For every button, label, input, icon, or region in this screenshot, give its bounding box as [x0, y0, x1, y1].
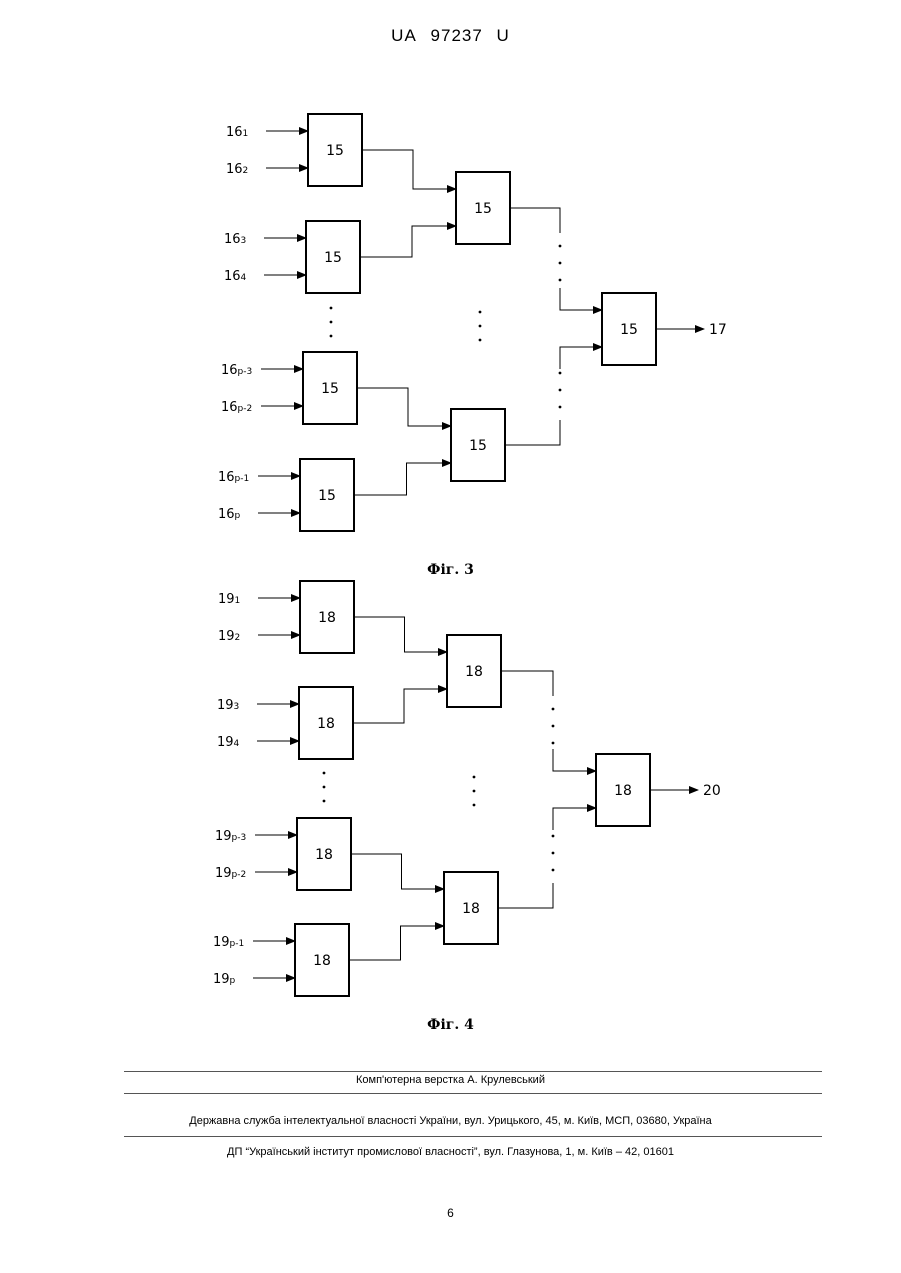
ellipsis-level1-3 — [323, 800, 326, 803]
link-l2-2b — [560, 347, 602, 369]
block-level1-3-label: 15 — [321, 381, 339, 397]
input-label-4: 164 — [224, 269, 247, 284]
ellipsis-level2-1 — [479, 311, 482, 314]
dots-upper-2 — [559, 262, 562, 265]
link-l2-1a — [510, 208, 560, 233]
input-label-8: 16р — [218, 507, 241, 522]
link-l2-1b — [553, 749, 596, 771]
link-l1-4 — [354, 463, 451, 495]
input-label-6: 19р-2 — [215, 866, 246, 881]
patent-country: UA — [391, 26, 417, 45]
footer-rule-middle — [124, 1093, 822, 1094]
dots-lower-2 — [552, 852, 555, 855]
block-level2-2-label: 15 — [469, 438, 487, 454]
link-l1-1 — [354, 617, 447, 652]
input-label-1: 161 — [226, 125, 248, 140]
ellipsis-level2-2 — [473, 790, 476, 793]
block-level1-2-label: 18 — [317, 716, 335, 732]
block-level1-2-label: 15 — [324, 250, 342, 266]
figure-4-caption: Фіг. 4 — [0, 1017, 901, 1033]
input-label-2: 162 — [226, 162, 248, 177]
dots-upper-3 — [559, 279, 562, 282]
page-number: 6 — [0, 1206, 901, 1220]
dots-upper-1 — [552, 708, 555, 711]
dots-lower-1 — [552, 869, 555, 872]
link-l1-1 — [362, 150, 456, 189]
block-level1-4-label: 15 — [318, 488, 336, 504]
footer-agency: Державна служба інтелектуальної власност… — [0, 1115, 901, 1127]
link-l1-2 — [360, 226, 456, 257]
input-label-5: 16р-3 — [221, 363, 252, 378]
link-l2-2a — [498, 883, 553, 908]
block-level1-1-label: 18 — [318, 610, 336, 626]
input-label-7: 16р-1 — [218, 470, 249, 485]
input-label-6: 16р-2 — [221, 400, 252, 415]
link-l2-1b — [560, 288, 602, 310]
ellipsis-level2-3 — [479, 339, 482, 342]
dots-lower-1 — [559, 406, 562, 409]
ellipsis-level1-2 — [330, 321, 333, 324]
link-l1-2 — [353, 689, 447, 723]
ellipsis-level1-2 — [323, 786, 326, 789]
footer-typesetting: Комп'ютерна верстка А. Крулевський — [0, 1074, 901, 1086]
link-l1-3 — [357, 388, 451, 426]
link-l2-1a — [501, 671, 553, 696]
footer-rule-top — [124, 1071, 822, 1072]
dots-lower-2 — [559, 389, 562, 392]
dots-upper-1 — [559, 245, 562, 248]
input-label-2: 192 — [218, 629, 240, 644]
ellipsis-level1-1 — [323, 772, 326, 775]
ellipsis-level1-1 — [330, 307, 333, 310]
dots-lower-3 — [552, 835, 555, 838]
block-level1-1-label: 15 — [326, 143, 344, 159]
ellipsis-level2-3 — [473, 804, 476, 807]
footer-rule-bottom — [124, 1136, 822, 1137]
output-label: 20 — [703, 783, 721, 799]
link-l2-2a — [505, 420, 560, 445]
patent-header: UA 97237 U — [0, 26, 901, 46]
block-level1-3-label: 18 — [315, 847, 333, 863]
input-label-3: 193 — [217, 698, 239, 713]
dots-upper-2 — [552, 725, 555, 728]
block-final-label: 15 — [620, 322, 638, 338]
link-l1-4 — [349, 926, 444, 960]
ellipsis-level1-3 — [330, 335, 333, 338]
figure-4-diagram: 18 191 192 18 193 194 18 19р-3 19р-2 18 19р-1 19р 18… — [0, 570, 901, 1010]
patent-kind: U — [497, 26, 510, 45]
ellipsis-level2-1 — [473, 776, 476, 779]
block-level1-4-label: 18 — [313, 953, 331, 969]
dots-upper-3 — [552, 742, 555, 745]
input-label-3: 163 — [224, 232, 246, 247]
block-level2-1-label: 18 — [465, 664, 483, 680]
input-label-4: 194 — [217, 735, 240, 750]
block-level2-1-label: 15 — [474, 201, 492, 217]
link-l2-2b — [553, 808, 596, 830]
dots-lower-3 — [559, 372, 562, 375]
patent-number: 97237 — [431, 26, 483, 45]
block-level2-2-label: 18 — [462, 901, 480, 917]
figure-3-diagram: 15 161 162 15 163 164 15 16р-3 16р-2 15 16р-1 16р 15… — [0, 100, 901, 550]
block-final-label: 18 — [614, 783, 632, 799]
input-label-1: 191 — [218, 592, 240, 607]
ellipsis-level2-2 — [479, 325, 482, 328]
input-label-8: 19р — [213, 972, 236, 987]
footer-institute: ДП “Український інститут промислової вла… — [0, 1146, 901, 1158]
link-l1-3 — [351, 854, 444, 889]
input-label-7: 19р-1 — [213, 935, 244, 950]
output-label: 17 — [709, 322, 727, 338]
input-label-5: 19р-3 — [215, 829, 246, 844]
